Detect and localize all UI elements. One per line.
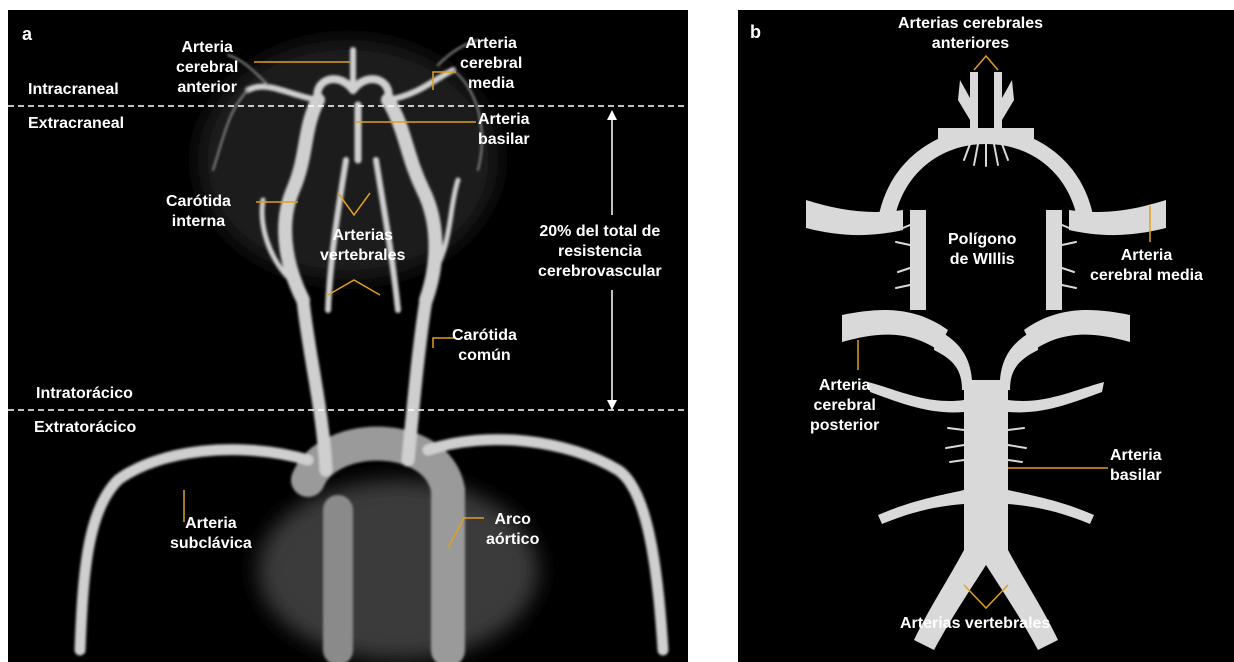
label-vertebral-arteries: Arterias vertebrales — [900, 614, 1050, 634]
label-anterior-cerebral-arteries: Arterias cerebrales anteriores — [898, 14, 1043, 54]
panel-letter: b — [750, 22, 761, 43]
label-aortic-arch: Arco aórtico — [486, 510, 539, 550]
label-basilar-artery: Arteria basilar — [1110, 446, 1162, 486]
label-cerebrovascular-resistance: 20% del total de resistencia cerebrovasc… — [538, 222, 662, 282]
label-circle-of-willis: Polígono de WIllis — [948, 230, 1016, 270]
circle-of-willis-diagram — [738, 10, 1234, 662]
region-intracranial: Intracraneal — [28, 80, 119, 100]
label-basilar-artery: Arteria basilar — [478, 110, 530, 150]
angiography-panel: a Intracraneal Extracraneal Intratorácic… — [8, 10, 688, 662]
panel-letter: a — [22, 24, 32, 45]
angiography-illustration — [8, 10, 688, 662]
label-common-carotid: Carótida común — [452, 326, 517, 366]
region-extrathoracic: Extratorácico — [34, 418, 136, 438]
region-intrathoracic: Intratorácico — [36, 384, 133, 404]
circle-of-willis-panel: b Arterias cerebrales anteriores Polígon… — [738, 10, 1234, 662]
region-extracranial: Extracraneal — [28, 114, 124, 134]
label-internal-carotid: Carótida interna — [166, 192, 231, 232]
label-anterior-cerebral-artery: Arteria cerebral anterior — [176, 38, 238, 98]
label-subclavian-artery: Arteria subclávica — [170, 514, 252, 554]
label-posterior-cerebral-artery: Arteria cerebral posterior — [810, 376, 879, 436]
label-middle-cerebral-artery: Arteria cerebral media — [460, 34, 522, 94]
label-middle-cerebral-artery: Arteria cerebral media — [1090, 246, 1203, 286]
label-vertebral-arteries: Arterias vertebrales — [320, 226, 405, 266]
